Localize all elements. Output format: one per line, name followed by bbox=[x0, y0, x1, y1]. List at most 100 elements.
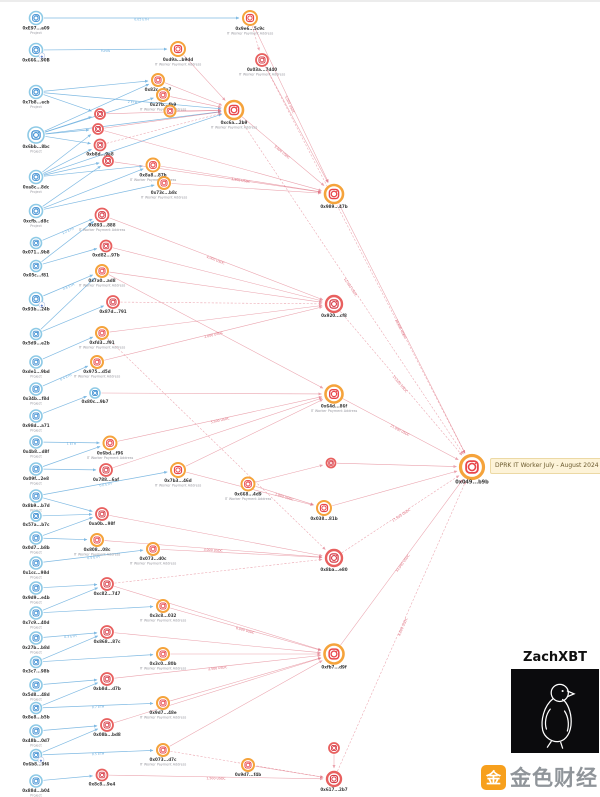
wallet-node[interactable] bbox=[163, 104, 177, 118]
wallet-node[interactable]: ◆0x6b8...9f4 bbox=[23, 748, 49, 767]
node-label: 0x93b...24b bbox=[22, 307, 49, 312]
node-label: 0xd82...97b bbox=[92, 253, 119, 258]
wallet-glyph-icon bbox=[328, 648, 340, 660]
wallet-node[interactable]: 0x868...87c bbox=[94, 625, 121, 644]
edge bbox=[41, 221, 95, 262]
node-label: 0x668...4d9 bbox=[234, 492, 261, 497]
wallet-node[interactable] bbox=[94, 108, 106, 120]
penguin-icon bbox=[541, 683, 576, 749]
edge-label: 2 ETH bbox=[128, 100, 138, 105]
wallet-node[interactable]: 0x8b9...b7dProject bbox=[22, 489, 50, 513]
node-label: 0x27b...b8d bbox=[22, 645, 50, 650]
wallet-glyph-icon bbox=[32, 658, 40, 666]
node-sublabel: IT Worker Payment Address bbox=[79, 284, 126, 288]
wallet-node[interactable]: 0x82c...7a7 bbox=[145, 73, 172, 92]
wallet-node[interactable]: 0xb8d...9e8 bbox=[86, 138, 114, 157]
wallet-node[interactable]: 0x617...2b7 bbox=[320, 770, 348, 792]
wallet-node[interactable] bbox=[92, 123, 104, 135]
node-label: 0x8e8...b5b bbox=[22, 715, 49, 720]
wallet-node[interactable]: 0x920...cf8 bbox=[321, 294, 347, 318]
wallet-node[interactable]: 0x3c7...98b bbox=[23, 655, 50, 674]
wallet-node[interactable]: 0x8e8...b5b bbox=[22, 701, 50, 720]
wallet-node[interactable]: 0xa0b...98f bbox=[89, 507, 115, 526]
wallet-node[interactable] bbox=[102, 155, 114, 167]
edge bbox=[42, 653, 154, 662]
wallet-node[interactable]: 0x57a...b7c bbox=[23, 510, 50, 527]
wallet-node[interactable]: 0x08b...bd8 bbox=[93, 718, 121, 737]
wallet-glyph-icon bbox=[32, 609, 40, 617]
wallet-node[interactable]: 0x788...6af bbox=[93, 463, 119, 482]
wallet-node[interactable]: 0x8c8...9e4 bbox=[89, 768, 116, 787]
wallet-node[interactable]: 0xc82...747 bbox=[94, 577, 121, 596]
edge bbox=[44, 116, 92, 133]
wallet-node[interactable]: 0x038...81b bbox=[310, 500, 338, 521]
wallet-node[interactable] bbox=[325, 457, 337, 469]
wallet-node[interactable]: 0xfb7...d9f bbox=[321, 643, 347, 670]
edge bbox=[42, 165, 101, 207]
wallet-node[interactable] bbox=[328, 742, 340, 754]
wallet-node[interactable]: 0x049...b9b bbox=[455, 453, 489, 486]
wallet-node[interactable]: 0xd82...97b bbox=[92, 239, 120, 258]
wallet-node[interactable]: 0x071...9b8 bbox=[22, 236, 50, 255]
edge bbox=[338, 203, 466, 454]
wallet-node[interactable]: 0x989...47b bbox=[320, 183, 348, 209]
annotation-note: DPRK IT Worker July - August 2024 bbox=[490, 458, 600, 474]
wallet-node[interactable]: 0xb8d...d7b bbox=[93, 672, 121, 691]
wallet-node[interactable]: 0x5d9...e2b bbox=[22, 327, 50, 346]
wallet-node[interactable]: 0x05c...f81 bbox=[23, 259, 49, 278]
wallet-node[interactable]: ◆0x93b...24b bbox=[22, 291, 50, 312]
wallet-node[interactable]: 0x87d...791 bbox=[99, 295, 127, 314]
wallet-node[interactable]: ◆0x666...90B bbox=[22, 42, 50, 63]
node-label: 0x049...b9b bbox=[455, 480, 489, 486]
wallet-glyph-icon bbox=[319, 503, 329, 513]
wallet-node[interactable]: 0x8ba...e80 bbox=[320, 548, 348, 572]
wallet-glyph-icon bbox=[102, 242, 110, 250]
wallet-glyph-icon bbox=[159, 91, 167, 99]
node-sublabel: Project bbox=[30, 150, 42, 154]
wallet-node[interactable]: 0x80c...9b7 bbox=[82, 387, 109, 404]
wallet-node[interactable]: 0x9d7...f4b bbox=[235, 758, 261, 777]
node-label: 0x3c8...032 bbox=[150, 613, 177, 618]
edge bbox=[42, 702, 154, 709]
node-label: 0xd9a...b9dd bbox=[163, 57, 193, 62]
